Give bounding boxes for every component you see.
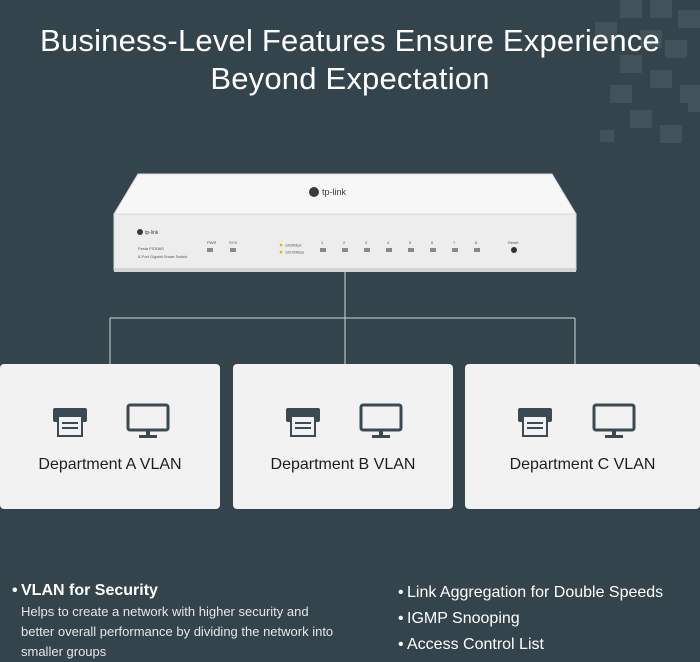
feature-list: •Link Aggregation for Double Speeds •IGM… — [398, 580, 698, 658]
reset-label: Reset — [508, 240, 519, 245]
list-item: •Link Aggregation for Double Speeds — [398, 584, 664, 601]
monitor-icon — [126, 403, 170, 438]
list-item: •IGMP Snooping — [398, 610, 520, 627]
vlan-label: Department A VLAN — [38, 456, 182, 473]
led-sys — [230, 248, 236, 252]
led-sys-label: SYS — [229, 240, 237, 245]
model-label: Festa FS308G — [138, 246, 164, 251]
printer-icon — [518, 408, 552, 437]
feature-item-label: Link Aggregation for Double Speeds — [407, 584, 664, 601]
port-led — [474, 248, 480, 252]
port-number: 3 — [365, 240, 368, 245]
port-number: 5 — [409, 240, 412, 245]
feature-description: Helps to create a network with higher se… — [21, 604, 334, 659]
list-item: •Access Control List — [398, 636, 544, 653]
monitor-icon — [592, 403, 636, 438]
device-icons — [518, 403, 636, 438]
port-number: 6 — [431, 240, 434, 245]
port-led — [364, 248, 370, 252]
reset-button — [511, 247, 517, 253]
monitor-icon — [359, 403, 403, 438]
feature-title: VLAN for Security — [21, 582, 158, 599]
vlan-card-a: Department A VLAN — [0, 364, 220, 509]
brand-logo-top: tp-link — [309, 187, 347, 197]
feature-item-label: Access Control List — [407, 636, 544, 653]
switch-front-panel — [113, 213, 577, 271]
printer-icon — [286, 408, 320, 437]
port-led — [320, 248, 326, 252]
printer-icon — [53, 408, 87, 437]
vlan-label: Department B VLAN — [270, 456, 416, 473]
pixel-pattern-decoration — [595, 0, 700, 143]
port-led — [408, 248, 414, 252]
headline-line-1: Business-Level Features Ensure Experienc… — [40, 23, 660, 58]
led-pwr-label: PWR — [207, 240, 216, 245]
page-headline: Business-Level Features Ensure Experienc… — [0, 22, 700, 98]
port-number: 7 — [453, 240, 456, 245]
port-number: 4 — [387, 240, 390, 245]
network-switch: tp-link tp-link Festa FS308G 8-Port Giga… — [113, 173, 577, 272]
headline-line-2: Beyond Expectation — [210, 61, 490, 96]
port-number: 1 — [321, 240, 324, 245]
port-led — [386, 248, 392, 252]
port-led — [452, 248, 458, 252]
legend-10100: 10/100Mbps — [285, 251, 305, 255]
svg-text:tp-link: tp-link — [145, 230, 159, 236]
vlan-card-c: Department C VLAN — [465, 364, 700, 509]
port-leds: 1 2 3 4 5 6 7 8 — [320, 240, 480, 252]
device-icons — [286, 403, 403, 438]
model-subtitle: 8-Port Gigabit Smart Switch — [138, 254, 187, 259]
feature-item-label: IGMP Snooping — [407, 610, 520, 627]
led-pwr — [207, 248, 213, 252]
svg-text:tp-link: tp-link — [322, 187, 347, 197]
vlan-label: Department C VLAN — [509, 456, 656, 473]
port-led — [430, 248, 436, 252]
brand-logo-front: tp-link — [137, 229, 159, 236]
feature-vlan-security: •VLAN for Security Helps to create a net… — [12, 580, 352, 662]
port-led — [342, 248, 348, 252]
bullet: • — [12, 582, 18, 599]
device-icons — [53, 403, 170, 438]
port-number: 2 — [343, 240, 346, 245]
port-number: 8 — [475, 240, 478, 245]
legend-1000: 1000Mbps — [285, 244, 302, 248]
vlan-card-b: Department B VLAN — [233, 364, 453, 509]
